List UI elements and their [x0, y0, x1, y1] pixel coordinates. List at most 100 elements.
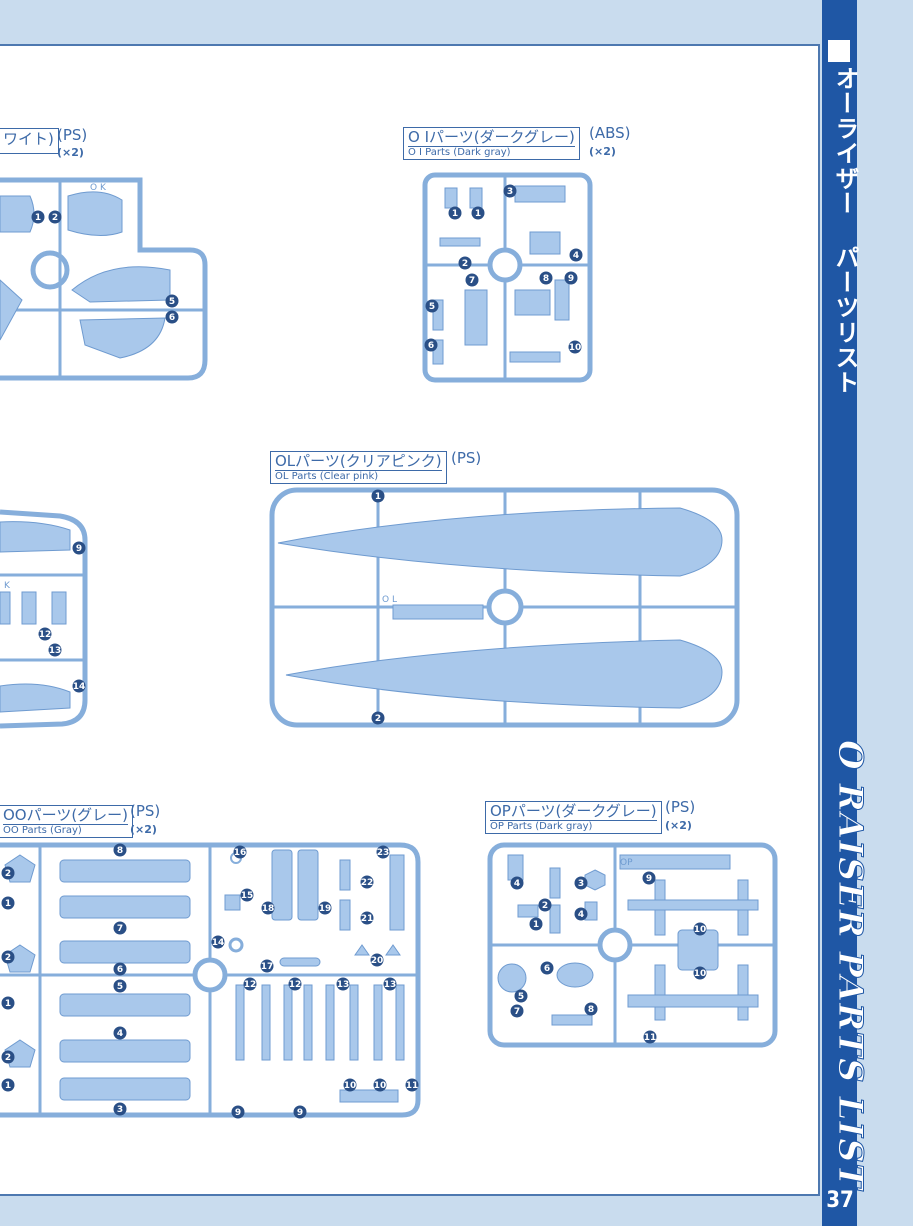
part-number-badge: 18	[262, 904, 275, 914]
part-number-badge: 10	[344, 1081, 357, 1091]
part-number-badge: 1	[5, 999, 11, 1009]
part-number-badge: 5	[117, 982, 123, 992]
part-number-badge-bg	[514, 989, 528, 1003]
part-number-badge-bg	[448, 206, 462, 220]
oi-parts-runner	[422, 172, 593, 383]
part-number-badge: 23	[377, 848, 390, 858]
part-number-badge-bg	[510, 876, 524, 890]
part-number-badge: 1	[35, 213, 41, 223]
part-number-badge-bg	[48, 210, 62, 224]
part-number-badge-bg	[113, 1026, 127, 1040]
op-parts-multiplier: (×2)	[665, 819, 692, 832]
part-number-badge: 3	[507, 187, 513, 197]
white-parts-multiplier: (×2)	[57, 146, 84, 159]
part-number-badge: 13	[384, 980, 397, 990]
sidebar-bar	[822, 0, 857, 1226]
part-number-badge: 2	[5, 869, 11, 879]
part-number-badge-bg	[539, 271, 553, 285]
op-parts-title: OPパーツ(ダークグレー)	[490, 802, 657, 820]
part-number-badge: 1	[5, 1081, 11, 1091]
page-number: 37	[826, 1188, 854, 1213]
part-number-badge: 6	[117, 965, 123, 975]
part-number-badge-bg	[574, 876, 588, 890]
part-number-badge-bg	[1, 950, 15, 964]
part-number-badge: 10	[694, 969, 707, 979]
part-number-badge-bg	[38, 627, 52, 641]
part-number-badge: 8	[117, 846, 123, 856]
part-number-badge-bg	[371, 711, 385, 725]
oi-parts-title: O Iパーツ(ダークグレー)	[408, 128, 575, 146]
svg-text:K: K	[4, 581, 11, 591]
part-number-badge: 1	[533, 920, 539, 930]
oi-parts-label: O Iパーツ(ダークグレー) O I Parts (Dark gray)	[403, 127, 580, 160]
part-number-badge-bg	[693, 966, 707, 980]
part-number-badge-bg	[343, 1078, 357, 1092]
runner-illustrations: .frame { fill:none; stroke:#86aedb; stro…	[0, 172, 778, 1119]
part-number-badge: 9	[646, 874, 652, 884]
part-number-badge-bg	[211, 935, 225, 949]
part-number-badge-bg	[424, 338, 438, 352]
part-number-badge: 9	[297, 1108, 303, 1118]
ol-parts-label: OLパーツ(クリアピンク) OL Parts (Clear pink)	[270, 451, 447, 484]
part-number-badge: 4	[117, 1029, 123, 1039]
part-number-badge-bg	[165, 310, 179, 324]
part-number-badge: 14	[73, 682, 86, 692]
part-number-badge: 5	[429, 302, 435, 312]
part-number-badge: 9	[76, 544, 82, 554]
oo-parts-subtitle: OO Parts (Gray)	[3, 824, 129, 836]
part-number-badge: 1	[475, 209, 481, 219]
part-number-badge-bg	[503, 184, 517, 198]
part-number-badge: 4	[573, 251, 579, 261]
part-number-badge: 10	[374, 1081, 387, 1091]
part-number-badge: 22	[361, 878, 374, 888]
part-number-badge-bg	[405, 1078, 419, 1092]
part-number-badge: 20	[371, 956, 384, 966]
ol-sprue-tag: O L	[382, 595, 397, 605]
part-number-badge: 15	[241, 891, 254, 901]
part-number-badge: 6	[428, 341, 434, 351]
part-number-badge-bg	[471, 206, 485, 220]
left-mid-runner: K	[0, 509, 88, 729]
part-number-badge-bg	[360, 875, 374, 889]
part-number-badge-bg	[113, 962, 127, 976]
part-number-badge-bg	[569, 248, 583, 262]
part-number-badge: 8	[588, 1005, 594, 1015]
part-number-badge-bg	[1, 996, 15, 1010]
op-parts-subtitle: OP Parts (Dark gray)	[490, 820, 657, 832]
part-number-badge-bg	[529, 917, 543, 931]
part-number-badge-bg	[642, 871, 656, 885]
part-number-badge-bg	[373, 1078, 387, 1092]
part-number-badge-bg	[1, 1078, 15, 1092]
part-number-badge: 1	[375, 492, 381, 502]
white-parts-runner: O K	[0, 177, 208, 381]
part-number-badge: 2	[462, 259, 468, 269]
part-number-badge: 3	[578, 879, 584, 889]
part-number-badge: 14	[212, 938, 225, 948]
svg-text:O K: O K	[90, 183, 107, 193]
part-number-badge: 21	[361, 914, 374, 924]
part-number-badge-bg	[31, 210, 45, 224]
oo-parts-title: OOパーツ(グレー)	[3, 806, 129, 824]
part-number-badge-bg	[113, 979, 127, 993]
part-number-badge: 11	[644, 1033, 657, 1043]
part-number-badge: 5	[518, 992, 524, 1002]
sidebar-title-en: O RAISER PARTS LIST	[830, 739, 871, 1191]
part-number-badge-bg	[693, 922, 707, 936]
ol-parts-subtitle: OL Parts (Clear pink)	[275, 470, 442, 482]
part-number-badge: 7	[469, 276, 475, 286]
part-number-badge-bg	[376, 845, 390, 859]
part-number-badge-bg	[510, 1004, 524, 1018]
part-number-badge-bg	[584, 1002, 598, 1016]
part-number-badge: 1	[452, 209, 458, 219]
part-number-badge-bg	[48, 643, 62, 657]
part-number-badge: 7	[514, 1007, 520, 1017]
ol-parts-runner: O L	[269, 487, 740, 728]
sidebar-title-jp: オーライザー パーツリスト	[831, 66, 859, 395]
part-number-badge: 17	[261, 962, 274, 972]
part-number-badge-bg	[360, 911, 374, 925]
part-number-badge: 6	[544, 964, 550, 974]
part-number-badge-bg	[568, 340, 582, 354]
part-number-badge-bg	[113, 921, 127, 935]
part-number-badge: 10	[569, 343, 582, 353]
part-number-badge: 9	[235, 1108, 241, 1118]
